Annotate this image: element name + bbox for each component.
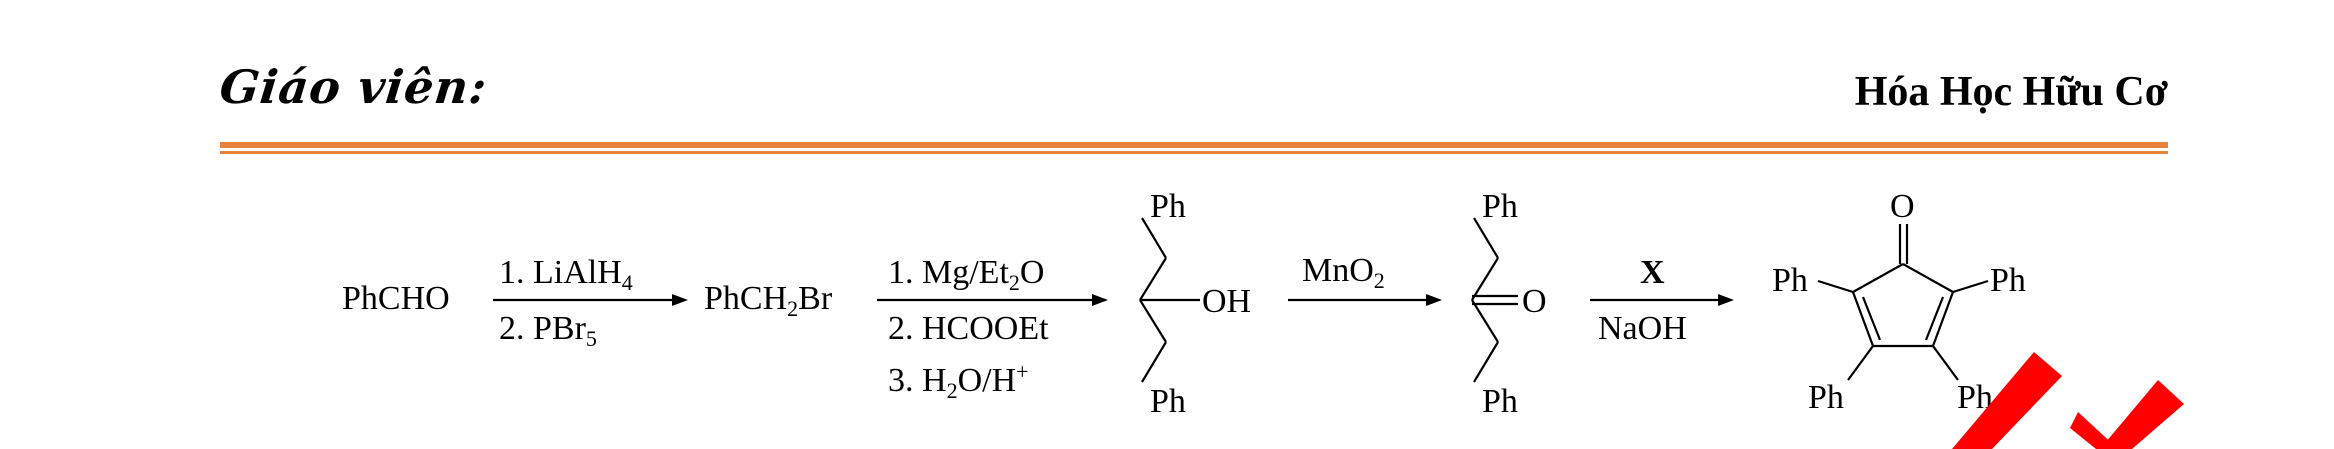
- header-rule-thick: [220, 142, 2168, 148]
- subject-title: Hóa Học Hữu Cơ: [1854, 69, 2168, 115]
- cyclopentadienone-ring: [1817, 224, 1989, 381]
- dienone-oxygen: O: [1890, 188, 1915, 225]
- reagent-4-unknown-x: X: [1640, 254, 1665, 291]
- reagent-2-line-2: 2. HCOOEt: [888, 310, 1049, 347]
- reagent-1-line-1: 1. LiAlH4: [499, 254, 633, 295]
- reagent-2-line-1: 1. Mg/Et2O: [888, 254, 1045, 295]
- ketone-oxygen: O: [1522, 283, 1547, 320]
- alcohol-ph-top: Ph: [1150, 188, 1186, 225]
- reagent-1-line-2: 2. PBr5: [499, 310, 597, 351]
- product-benzyl-bromide: PhCH2Br: [704, 280, 833, 321]
- reactant-phcho: PhCHO: [342, 280, 450, 317]
- ketone-ph-bottom: Ph: [1482, 383, 1518, 420]
- ketone-ph-top: Ph: [1482, 188, 1518, 225]
- alcohol-skeleton: [1139, 217, 1200, 383]
- ketone-skeleton: [1471, 217, 1518, 383]
- dienone-ph-bottom-left: Ph: [1808, 379, 1844, 416]
- alcohol-oh: OH: [1202, 283, 1252, 320]
- reagent-4-base: NaOH: [1598, 310, 1687, 347]
- reagent-2-line-3: 3. H2O/H+: [888, 359, 1029, 403]
- dienone-ph-right: Ph: [1990, 262, 2026, 299]
- reagent-3: MnO2: [1302, 252, 1385, 293]
- alcohol-ph-bottom: Ph: [1150, 383, 1186, 420]
- header-rule-thin: [220, 151, 2168, 154]
- dienone-ph-left: Ph: [1772, 262, 1808, 299]
